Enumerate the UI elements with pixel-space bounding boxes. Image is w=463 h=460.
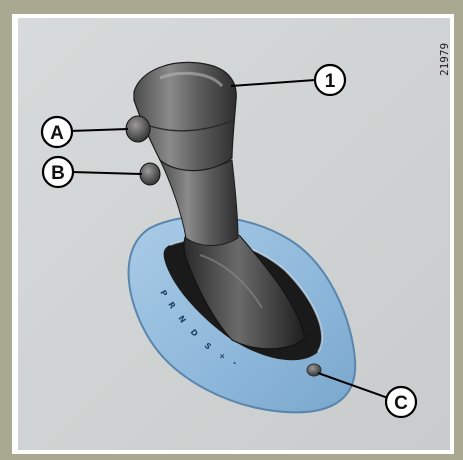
- callout-1-label: 1: [325, 71, 336, 92]
- button-a: [126, 116, 150, 142]
- callout-a: A: [42, 117, 72, 147]
- callout-b: B: [43, 157, 73, 187]
- button-b: [140, 163, 160, 185]
- callout-c-label: C: [394, 393, 408, 414]
- callout-c: C: [386, 387, 416, 417]
- callout-b-label: B: [51, 163, 65, 184]
- reference-number: 21979: [438, 43, 451, 76]
- callout-1: 1: [315, 65, 345, 95]
- callout-a-label: A: [50, 123, 64, 144]
